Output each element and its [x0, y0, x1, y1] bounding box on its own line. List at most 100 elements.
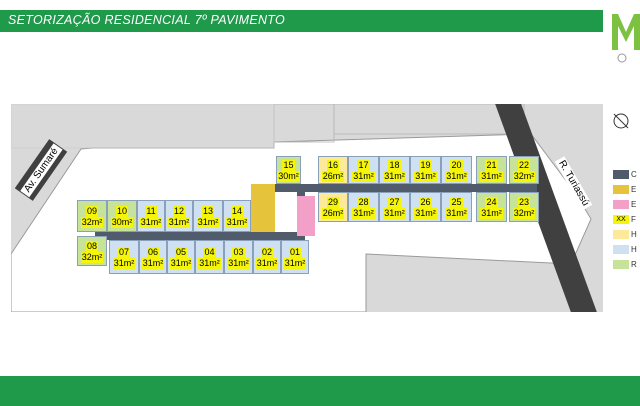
unit-area: 31m² — [480, 171, 503, 182]
unit-area: 32m² — [512, 171, 536, 182]
unit-area: 31m² — [352, 208, 375, 219]
unit-area: 31m² — [414, 208, 437, 219]
brand-logo — [612, 10, 640, 65]
legend-label: H — [631, 230, 637, 239]
unit-number: 15 — [282, 160, 295, 171]
legend-label: E — [631, 200, 637, 209]
legend-label: E — [631, 185, 637, 194]
unit-number: 03 — [232, 247, 245, 258]
unit-area: 26m² — [321, 171, 345, 182]
unit-number: 29 — [326, 197, 339, 208]
legend-swatch — [613, 185, 629, 194]
unit-number: 16 — [326, 160, 339, 171]
unit-area: 31m² — [414, 171, 437, 182]
footer-bar — [0, 376, 640, 406]
legend-swatch — [613, 245, 629, 254]
unit-number: 07 — [117, 247, 130, 258]
unit-area: 31m² — [112, 258, 136, 269]
unit-area: 31m² — [480, 208, 503, 219]
unit-number: 20 — [450, 160, 463, 171]
unit-number: 21 — [485, 160, 498, 171]
corridor-west — [95, 232, 305, 240]
unit-number: 27 — [388, 197, 401, 208]
unit-number: 26 — [419, 197, 432, 208]
legend-label: C — [631, 170, 637, 179]
unit-number: 17 — [357, 160, 370, 171]
unit-area: 31m² — [196, 217, 220, 228]
unit-area: 31m² — [255, 258, 279, 269]
compass-icon — [612, 112, 630, 135]
unit-area: 31m² — [352, 171, 375, 182]
stairs-core — [251, 184, 275, 232]
legend-swatch — [613, 260, 629, 269]
corridor-east — [275, 184, 537, 192]
legend-label: F — [631, 215, 636, 224]
unit-area: 31m² — [139, 217, 163, 228]
unit-area: 31m² — [445, 171, 468, 182]
legend-swatch — [613, 200, 629, 209]
unit-area: 31m² — [383, 208, 406, 219]
unit-area: 32m² — [80, 217, 104, 228]
unit-number: 10 — [115, 206, 128, 217]
unit-number: 24 — [485, 197, 498, 208]
legend-label: R — [631, 260, 637, 269]
unit-area: 31m² — [141, 258, 165, 269]
unit-area: 31m² — [198, 258, 221, 269]
legend-swatch — [613, 230, 629, 239]
unit-area: 32m² — [80, 252, 104, 263]
unit-area: 26m² — [321, 208, 345, 219]
unit-number: 23 — [517, 197, 530, 208]
unit-number: 09 — [85, 206, 98, 217]
unit-number: 06 — [146, 247, 159, 258]
unit-number: 04 — [203, 247, 216, 258]
unit-number: 13 — [201, 206, 214, 217]
unit-number: 01 — [288, 247, 301, 258]
unit-area: 30m² — [277, 171, 300, 182]
unit-number: 11 — [145, 206, 157, 217]
elevator-core — [297, 196, 315, 236]
unit-area: 31m² — [225, 217, 249, 228]
unit-number: 28 — [357, 197, 370, 208]
unit-area: 31m² — [445, 208, 468, 219]
unit-number: 25 — [450, 197, 463, 208]
unit-area: 31m² — [167, 217, 191, 228]
unit-area: 30m² — [110, 217, 134, 228]
unit-number: 08 — [85, 241, 98, 252]
unit-area: 31m² — [227, 258, 250, 269]
unit-number: 02 — [260, 247, 273, 258]
unit-area: 31m² — [283, 258, 307, 269]
unit-number: 19 — [419, 160, 432, 171]
unit-number: 12 — [172, 206, 185, 217]
legend-swatch: XX — [613, 215, 629, 224]
unit-number: 18 — [388, 160, 401, 171]
unit-area: 32m² — [512, 208, 536, 219]
unit-number: 22 — [517, 160, 530, 171]
legend-label: H — [631, 245, 637, 254]
unit-area: 31m² — [169, 258, 193, 269]
